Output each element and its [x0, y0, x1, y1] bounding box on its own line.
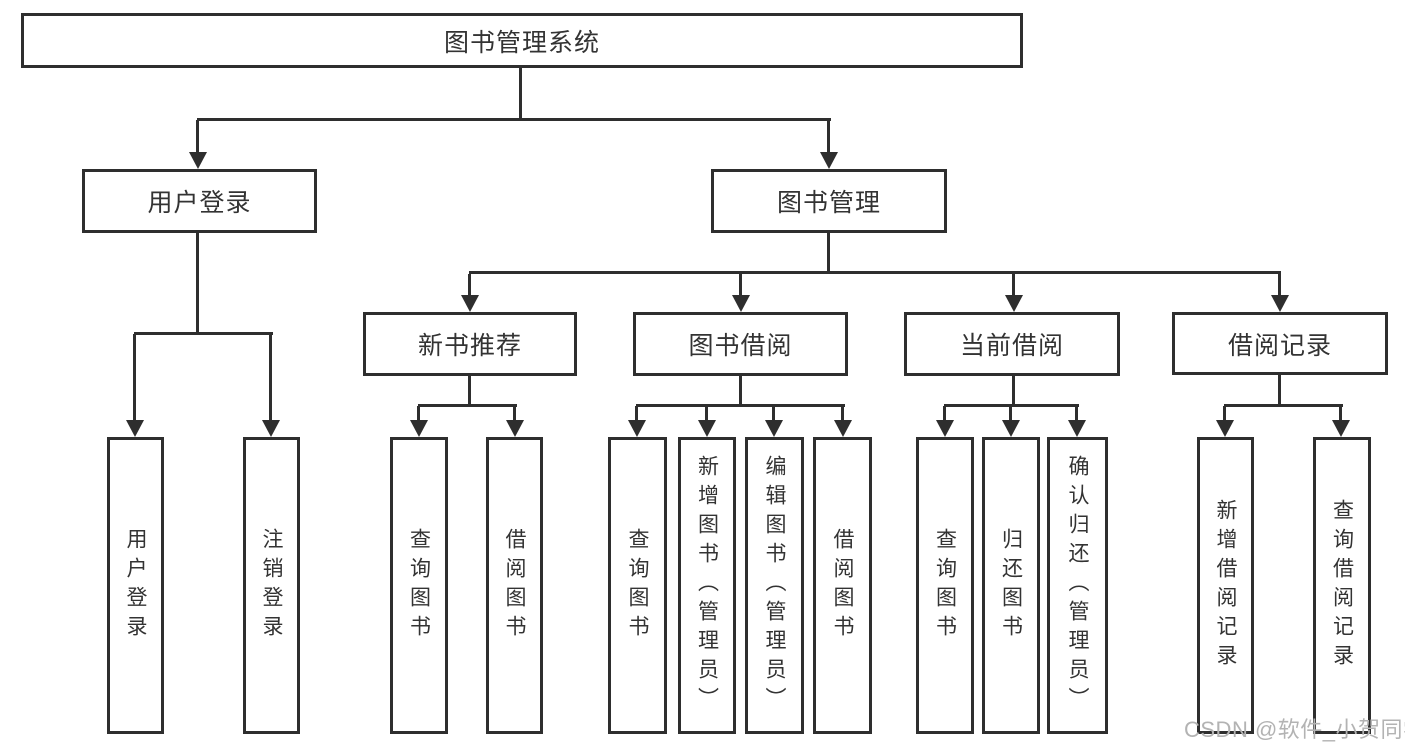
- leaf-user-login-label: 用户登录: [124, 527, 147, 644]
- connector-leaf: [635, 406, 638, 422]
- arrowhead-leaf: [765, 420, 783, 437]
- leaf-newbook-query-label: 查询图书: [407, 527, 431, 644]
- leaf-borrow-add-admin: 新增图书（管理员）: [678, 437, 736, 734]
- connector-root-stub: [519, 68, 522, 120]
- connector-level2-branch: [469, 271, 1281, 274]
- leaf-current-query-label: 查询图书: [933, 527, 957, 644]
- node-book-borrow: 图书借阅: [633, 312, 848, 376]
- arrowhead-to-book-management: [820, 152, 838, 169]
- node-root-label: 图书管理系统: [443, 28, 600, 57]
- arrowhead-leaf: [506, 420, 524, 437]
- connector-leaf: [1339, 406, 1342, 422]
- leaf-newbook-borrow: 借阅图书: [486, 437, 543, 734]
- connector-to-book-borrow: [739, 274, 742, 297]
- arrowhead-leaf: [1332, 420, 1350, 437]
- connector-to-current-borrow: [1012, 274, 1015, 297]
- leaf-newbook-borrow-label: 借阅图书: [503, 527, 526, 644]
- connector-leaf: [705, 406, 708, 422]
- connector-leaf: [1009, 406, 1012, 422]
- node-borrow-records-label: 借阅记录: [1227, 331, 1332, 360]
- leaf-current-return-label: 归还图书: [999, 527, 1023, 644]
- leaf-user-login: 用户登录: [107, 437, 164, 734]
- leaf-records-query: 查询借阅记录: [1313, 437, 1371, 734]
- leaf-records-add-label: 新增借阅记录: [1214, 498, 1237, 673]
- connector-to-user-login: [196, 120, 199, 154]
- connector-new-book-branch: [418, 404, 517, 407]
- arrowhead-leaf: [410, 420, 428, 437]
- arrowhead-to-current-borrow: [1005, 295, 1023, 312]
- arrowhead-leaf: [698, 420, 716, 437]
- leaf-logout-label: 注销登录: [260, 527, 283, 644]
- node-user-login-label: 用户登录: [147, 189, 252, 217]
- connector-to-book-management: [827, 120, 830, 154]
- leaf-current-confirm-admin-label: 确认归还（管理员）: [1066, 455, 1089, 716]
- watermark: CSDN @软件_小贺同学: [1184, 717, 1405, 742]
- leaf-borrow-query-label: 查询图书: [626, 527, 649, 644]
- connector-level1-branch: [197, 118, 831, 121]
- arrowhead-leaf: [1068, 420, 1086, 437]
- node-current-borrow: 当前借阅: [904, 312, 1120, 376]
- connector-to-new-book: [468, 274, 471, 297]
- connector-to-leaf-user-login: [133, 334, 136, 422]
- leaf-current-return: 归还图书: [982, 437, 1040, 734]
- arrowhead-to-leaf-logout: [262, 420, 280, 437]
- node-current-borrow-label: 当前借阅: [959, 332, 1064, 360]
- leaf-borrow-borrow: 借阅图书: [813, 437, 872, 734]
- arrowhead-leaf: [1216, 420, 1234, 437]
- connector-user-login-stub: [196, 233, 199, 334]
- connector-current-borrow-stub: [1012, 376, 1015, 406]
- arrowhead-to-new-book: [461, 295, 479, 312]
- connector-leaf: [841, 406, 844, 422]
- leaf-current-confirm-admin: 确认归还（管理员）: [1047, 437, 1108, 734]
- node-book-management: 图书管理: [711, 169, 947, 233]
- arrowhead-to-book-borrow: [732, 295, 750, 312]
- arrowhead-leaf: [1002, 420, 1020, 437]
- connector-leaf: [513, 406, 516, 422]
- connector-borrow-records-stub: [1278, 375, 1281, 406]
- connector-new-book-stub: [468, 376, 471, 406]
- leaf-newbook-query: 查询图书: [390, 437, 448, 734]
- connector-book-management-stub: [827, 233, 830, 274]
- connector-to-borrow-records: [1278, 274, 1281, 297]
- node-book-management-label: 图书管理: [776, 189, 881, 217]
- connector-user-login-branch: [134, 332, 273, 335]
- node-new-book-recommend: 新书推荐: [363, 312, 577, 376]
- node-user-login: 用户登录: [82, 169, 317, 233]
- connector-to-leaf-logout: [269, 334, 272, 422]
- arrowhead-to-user-login: [189, 152, 207, 169]
- leaf-records-query-label: 查询借阅记录: [1330, 498, 1354, 673]
- connector-leaf: [417, 406, 420, 422]
- leaf-logout: 注销登录: [243, 437, 300, 734]
- leaf-borrow-edit-admin: 编辑图书（管理员）: [745, 437, 804, 734]
- connector-leaf: [1223, 406, 1226, 422]
- leaf-current-query: 查询图书: [916, 437, 974, 734]
- leaf-borrow-add-admin-label: 新增图书（管理员）: [695, 455, 719, 716]
- leaf-borrow-edit-admin-label: 编辑图书（管理员）: [763, 455, 786, 716]
- arrowhead-leaf: [834, 420, 852, 437]
- arrowhead-to-borrow-records: [1271, 295, 1289, 312]
- connector-borrow-records-branch: [1224, 404, 1343, 407]
- node-root: 图书管理系统: [21, 13, 1023, 68]
- leaf-records-add: 新增借阅记录: [1197, 437, 1254, 734]
- connector-book-borrow-stub: [739, 376, 742, 406]
- connector-leaf: [1075, 406, 1078, 422]
- arrowhead-leaf: [628, 420, 646, 437]
- leaf-borrow-borrow-label: 借阅图书: [831, 527, 854, 644]
- connector-leaf: [943, 406, 946, 422]
- node-borrow-records: 借阅记录: [1172, 312, 1388, 375]
- node-book-borrow-label: 图书借阅: [688, 332, 793, 360]
- connector-current-borrow-branch: [944, 404, 1079, 407]
- leaf-borrow-query: 查询图书: [608, 437, 667, 734]
- arrowhead-to-leaf-user-login: [126, 420, 144, 437]
- node-new-book-recommend-label: 新书推荐: [417, 332, 522, 360]
- connector-book-borrow-branch: [636, 404, 845, 407]
- arrowhead-leaf: [936, 420, 954, 437]
- connector-leaf: [772, 406, 775, 422]
